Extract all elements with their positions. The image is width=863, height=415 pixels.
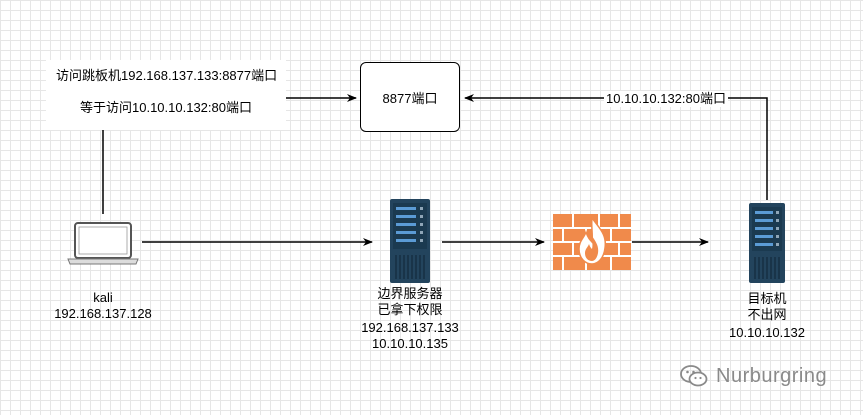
edge-label: 10.10.10.132:80端口 xyxy=(604,91,728,107)
target-name: 目标机 xyxy=(747,291,787,306)
border-server-name: 边界服务器 xyxy=(377,286,443,301)
watermark: Nurburgring xyxy=(680,364,827,388)
firewall-node xyxy=(553,214,631,275)
border-server-node xyxy=(390,199,430,288)
note-line-2: 等于访问10.10.10.132:80端口 xyxy=(80,100,252,115)
target-ip: 10.10.10.132 xyxy=(729,325,805,340)
laptop-icon xyxy=(67,222,139,265)
kali-ip: 192.168.137.128 xyxy=(54,306,152,321)
port-box: 8877端口 xyxy=(360,62,460,132)
server-icon xyxy=(749,203,785,283)
firewall-icon xyxy=(553,214,631,270)
border-server-status: 已拿下权限 xyxy=(377,302,443,317)
border-server-ip1: 192.168.137.133 xyxy=(361,320,459,335)
note-box xyxy=(46,60,286,130)
edge-target-to-port xyxy=(464,94,768,200)
target-server-node xyxy=(749,203,785,288)
watermark-text: Nurburgring xyxy=(716,364,828,387)
target-status: 不出网 xyxy=(747,307,787,322)
kali-name: kali xyxy=(93,290,113,305)
port-box-label: 8877端口 xyxy=(382,90,438,106)
server-icon xyxy=(390,199,430,283)
wechat-icon xyxy=(680,365,708,387)
note-line-1: 访问跳板机192.168.137.133:8877端口 xyxy=(56,68,278,83)
kali-node xyxy=(66,222,140,271)
border-server-ip2: 10.10.10.135 xyxy=(372,336,448,351)
